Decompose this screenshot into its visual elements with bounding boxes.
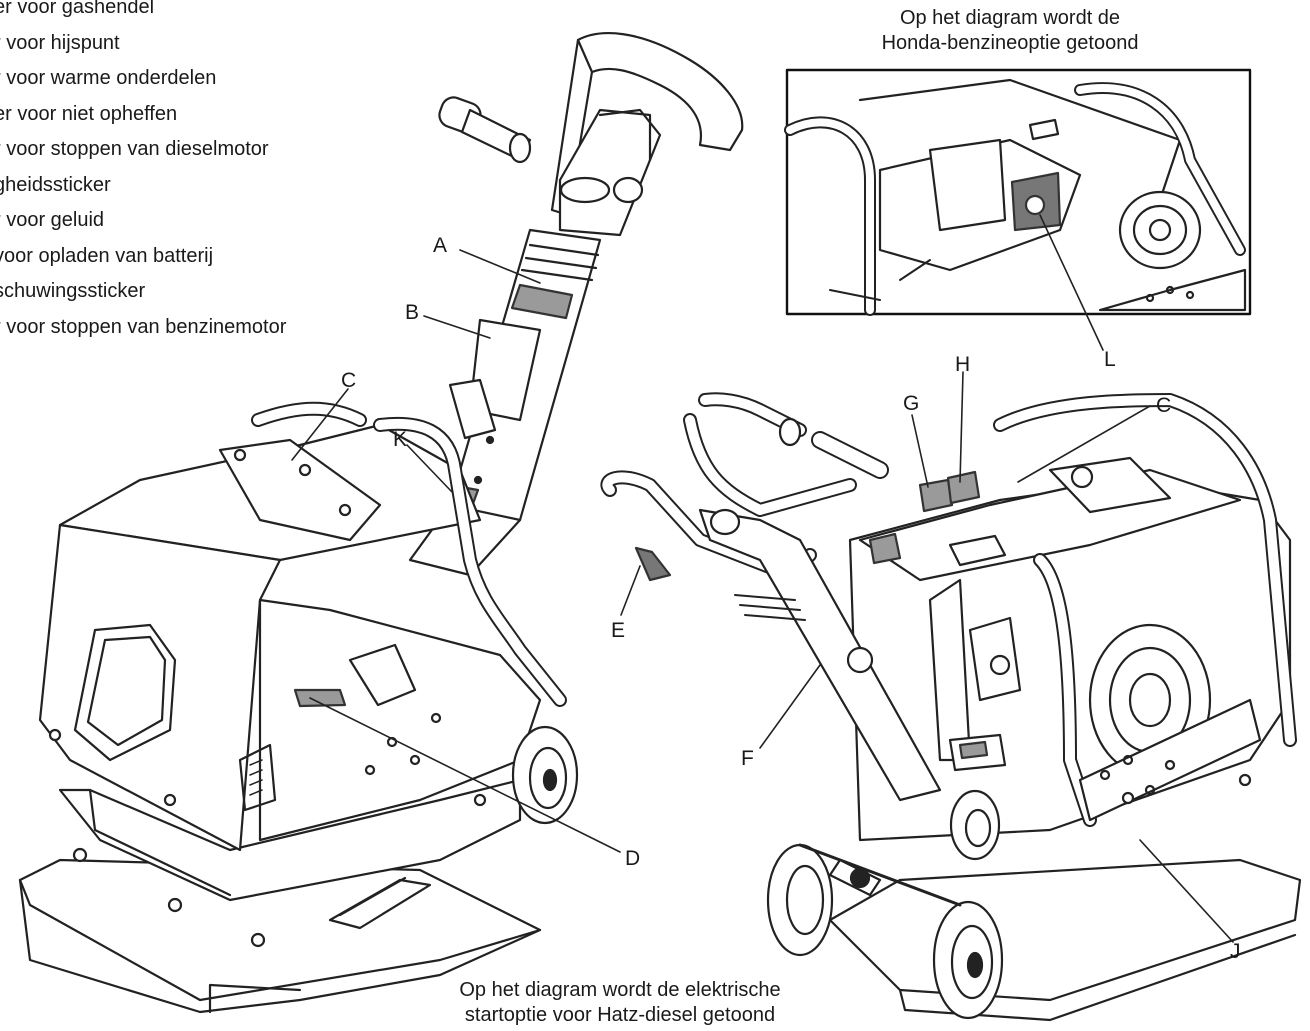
honda-inset-illustration [784, 68, 1252, 316]
legend-item: er voor niet opheffen [0, 102, 178, 125]
callout-label-b: B [405, 301, 420, 324]
legend-item: r voor geluid [0, 209, 105, 231]
left-compactor-illustration [18, 32, 744, 1014]
callout-label-j: J [1230, 940, 1241, 963]
legend-item: gheidssticker [0, 173, 111, 196]
legend-list: er voor gashendel r voor hijspunt r voor… [0, 0, 286, 345]
hatz-caption-line2: startoptie voor Hatz-diesel getoond [464, 1004, 776, 1026]
honda-caption: Op het diagram wordt de Honda-benzineopt… [800, 6, 1220, 56]
callout-label-g: G [903, 392, 920, 415]
honda-caption-line1: Op het diagram wordt de [899, 7, 1121, 29]
legend-item: r voor warme onderdelen [0, 67, 217, 89]
callout-label-f: F [741, 747, 754, 770]
honda-caption-line2: Honda-benzineoptie getoond [881, 32, 1139, 54]
legend-item: voor opladen van batterij [0, 244, 214, 267]
callout-leader-lines [291, 214, 1234, 943]
callout-label-c-left: C [341, 369, 357, 392]
legend-item: schuwingssticker [0, 280, 146, 302]
callout-label-c-right: C [1156, 394, 1172, 417]
callout-label-e: E [611, 619, 626, 642]
legend-item: r voor hijspunt [0, 31, 120, 54]
callout-label-a: A [433, 234, 448, 257]
legend-item: r voor stoppen van dieselmotor [0, 138, 269, 160]
legend-item: er voor gashendel [0, 0, 155, 18]
callout-label-h: H [955, 353, 971, 376]
callout-label-d: D [625, 847, 641, 870]
callout-label-k: K [393, 428, 408, 451]
legend-item: r voor stoppen van benzinemotor [0, 315, 287, 338]
right-compactor-illustration [600, 392, 1302, 1022]
hatz-caption-line1: Op het diagram wordt de elektrische [459, 979, 781, 1001]
hatz-caption: Op het diagram wordt de elektrische star… [400, 978, 840, 1028]
callout-label-l: L [1104, 348, 1116, 371]
